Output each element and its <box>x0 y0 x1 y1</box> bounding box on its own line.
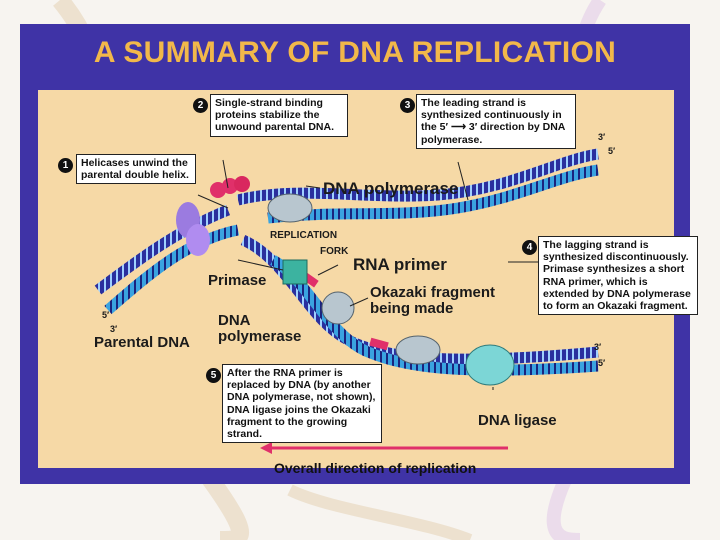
label-replication: REPLICATION <box>270 230 337 241</box>
end-label-5-left: 5′ <box>102 310 109 320</box>
label-dna-polymerase-lower-2: polymerase <box>218 328 301 345</box>
label-overall-direction: Overall direction of replication <box>274 460 476 476</box>
end-label-3-left: 3′ <box>110 324 117 334</box>
label-dna-ligase: DNA ligase <box>478 412 557 429</box>
diagram-panel: 1 Helicases unwind the parental double h… <box>38 90 674 468</box>
slide-frame: A SUMMARY OF DNA REPLICATION <box>20 24 690 484</box>
callout-5-text: After the RNA primer is replaced by DNA … <box>222 364 382 443</box>
label-okazaki-line2: being made <box>370 300 453 317</box>
helicase <box>186 224 210 256</box>
callout-2-text: Single-strand binding proteins stabilize… <box>210 94 348 137</box>
callout-number-5: 5 <box>206 368 221 383</box>
callout-number-1: 1 <box>58 158 73 173</box>
end-label-5-top: 5′ <box>608 146 615 156</box>
label-dna-polymerase-lower-1: DNA <box>218 312 251 329</box>
end-label-3-mid: 3′ <box>594 342 601 352</box>
dna-polymerase-lagging <box>396 336 440 364</box>
dna-ligase <box>466 345 514 385</box>
label-dna-polymerase-top: DNA polymerase <box>323 180 458 198</box>
direction-arrowhead <box>260 442 272 454</box>
callout-4-text: The lagging strand is synthesized discon… <box>538 236 698 315</box>
label-parental-dna: Parental DNA <box>94 334 190 351</box>
label-rna-primer: RNA primer <box>353 256 447 274</box>
callout-1-text: Helicases unwind the parental double hel… <box>76 154 196 184</box>
primase <box>283 260 307 284</box>
label-okazaki-line1: Okazaki fragment <box>370 284 495 301</box>
callout-number-4: 4 <box>522 240 537 255</box>
slide-title: A SUMMARY OF DNA REPLICATION <box>20 36 690 70</box>
label-primase: Primase <box>208 272 266 289</box>
callout-number-2: 2 <box>193 98 208 113</box>
label-fork: FORK <box>320 246 348 257</box>
ssb-protein <box>234 176 250 192</box>
end-label-5-mid: 5′ <box>598 358 605 368</box>
dna-polymerase-lower <box>322 292 354 324</box>
end-label-3-top: 3′ <box>598 132 605 142</box>
dna-polymerase-top <box>268 194 312 222</box>
callout-3-text: The leading strand is synthesized contin… <box>416 94 576 149</box>
callout-number-3: 3 <box>400 98 415 113</box>
